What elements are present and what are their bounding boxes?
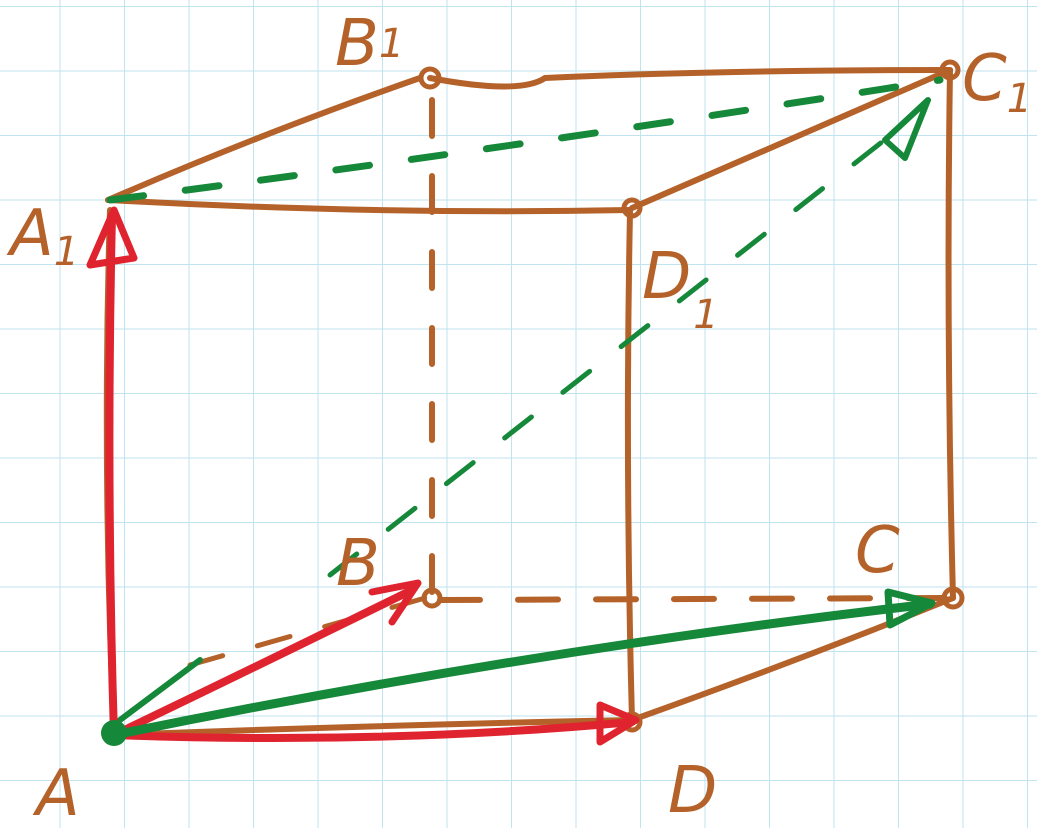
label-a1-letter: A [6,197,54,271]
green-arrowhead-c1 [882,97,931,161]
label-b1-index: 1 [379,21,404,67]
edge-a1-d1 [105,197,633,215]
red-arrowhead-a1 [86,206,138,269]
red-vector-aa1 [105,211,118,739]
vertex-c1-dot [939,59,961,81]
edge-d1-c1 [629,67,953,211]
label-c: C [855,514,900,588]
vertex-a-dot [101,720,127,746]
red-vector-ab [110,586,416,739]
red-vector-ad [110,718,636,743]
hidden-edge-b-c [437,595,948,603]
edge-c1-c [945,67,956,601]
label-c1-letter: C [962,42,1007,116]
vertex-d1-dot [621,197,643,219]
edge-a1-b1 [105,75,423,203]
edge-b1-c1 [427,67,953,90]
edge-d1-d [624,209,635,723]
label-d: D [668,754,717,828]
green-dashed-a-b-start [117,657,203,723]
label-b1: B1 [335,7,404,81]
label-b: B [336,527,380,601]
label-a1: A1 [6,197,79,275]
label-c1-index: 1 [1007,76,1032,122]
green-arrowhead-c [884,588,936,629]
red-arrowhead-b [368,579,422,626]
label-a: A [32,757,80,828]
label-d1-letter: D [642,240,691,314]
red-arrowhead-d [596,701,640,746]
edge-a-d [111,717,635,738]
green-vector-ac [109,599,935,740]
label-b1-letter: B [335,7,379,81]
label-d1: D1 [642,240,719,338]
vertex-b1-dot [418,66,442,90]
label-c1: C1 [962,42,1032,122]
label-d1-index: 1 [693,292,718,338]
green-dashed-a-c1 [327,117,913,578]
label-a1-index: 1 [54,229,79,275]
green-dashed-a1-c1 [106,76,944,204]
